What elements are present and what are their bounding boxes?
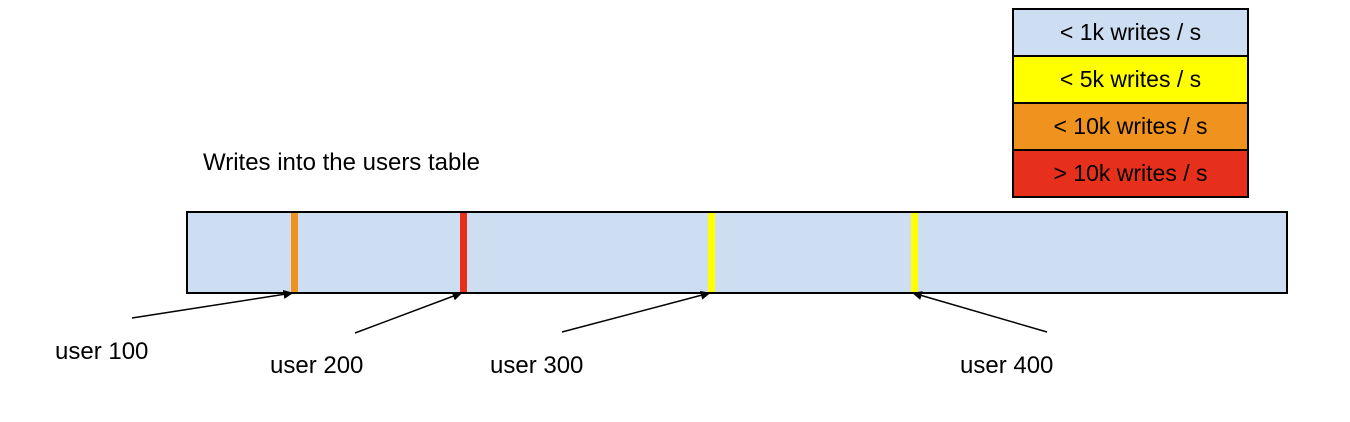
legend-item: > 10k writes / s bbox=[1014, 149, 1247, 196]
legend: < 1k writes / s < 5k writes / s < 10k writ… bbox=[1012, 8, 1249, 198]
user-300-label: user 300 bbox=[490, 352, 584, 379]
hotspot-stripe-user-300 bbox=[708, 213, 716, 292]
legend-item-label: < 10k writes / s bbox=[1053, 113, 1208, 139]
user-200-label: user 200 bbox=[270, 352, 364, 379]
legend-item: < 1k writes / s bbox=[1014, 10, 1247, 55]
legend-item-label: < 1k writes / s bbox=[1059, 19, 1202, 45]
legend-item-label: > 10k writes / s bbox=[1053, 160, 1208, 186]
annotation-arrow-user-200 bbox=[354, 291, 463, 334]
annotation-arrow-user-100 bbox=[131, 289, 294, 319]
hotspot-stripe-user-200 bbox=[460, 213, 468, 292]
hotspot-stripe-user-100 bbox=[291, 213, 298, 292]
annotation-arrow-user-400 bbox=[911, 291, 1048, 333]
legend-item: < 10k writes / s bbox=[1014, 102, 1247, 149]
hotspot-stripe-user-400 bbox=[911, 213, 919, 292]
annotation-arrow-user-300 bbox=[561, 290, 711, 333]
legend-item-label: < 5k writes / s bbox=[1059, 66, 1202, 92]
user-100-label: user 100 bbox=[55, 338, 149, 365]
diagram-title: Writes into the users table bbox=[203, 149, 481, 176]
legend-item: < 5k writes / s bbox=[1014, 55, 1247, 102]
users-table-bar bbox=[186, 211, 1288, 294]
user-400-label: user 400 bbox=[960, 352, 1054, 379]
